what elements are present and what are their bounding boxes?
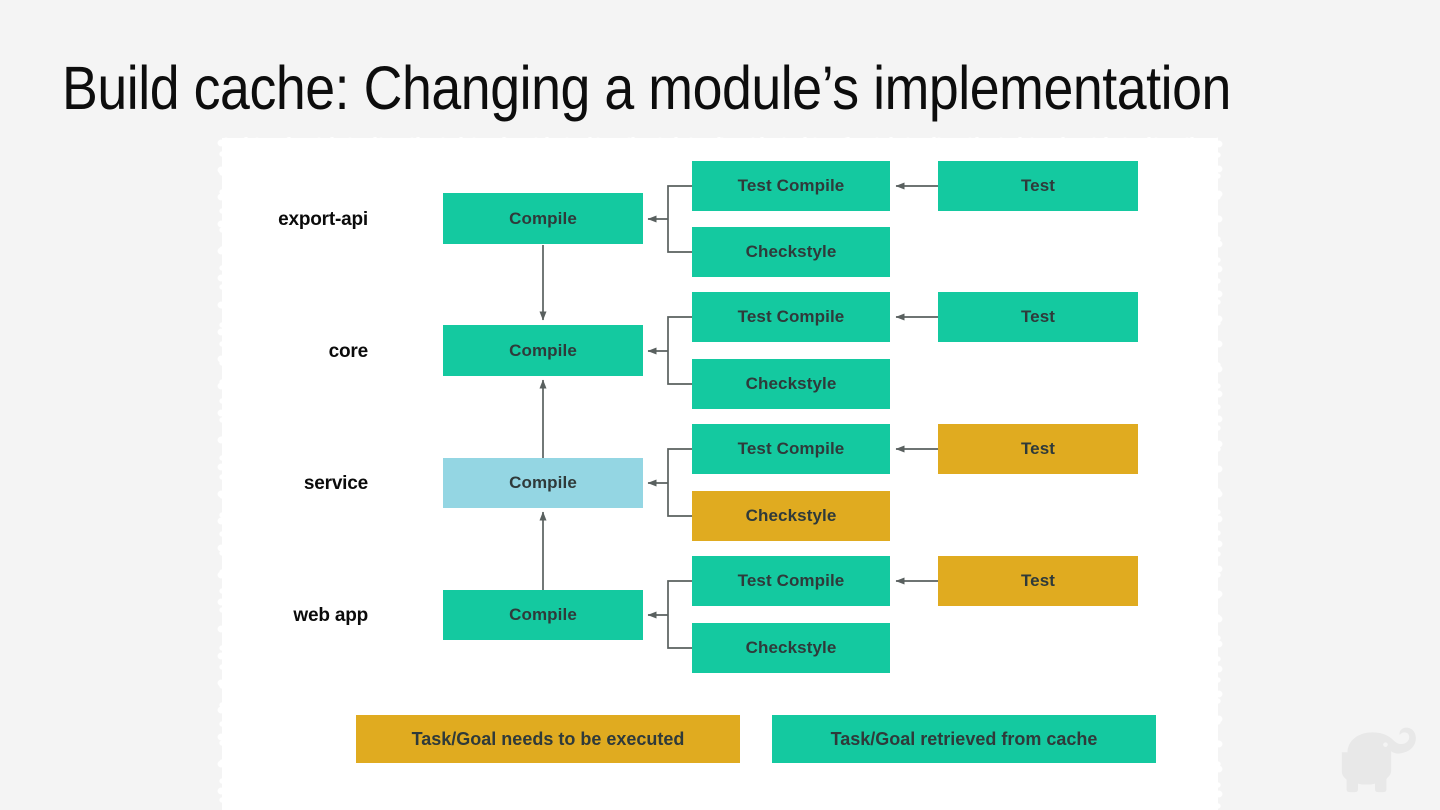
- bracket-webapp: [667, 580, 692, 649]
- node-label: Checkstyle: [745, 242, 837, 261]
- node-label: Checkstyle: [745, 374, 837, 393]
- node-export-api-test[interactable]: Test: [938, 161, 1138, 211]
- node-service-compile[interactable]: Compile: [443, 458, 643, 508]
- node-core-test-compile[interactable]: Test Compile: [692, 292, 890, 342]
- row-label-export-api: export-api: [278, 209, 368, 230]
- row-label-service: service: [303, 473, 368, 494]
- node-service-checkstyle[interactable]: Checkstyle: [692, 491, 890, 541]
- node-label: Compile: [509, 340, 577, 360]
- node-export-api-test-compile[interactable]: Test Compile: [692, 161, 890, 211]
- legend-label: Task/Goal needs to be executed: [411, 728, 685, 749]
- node-webapp-test[interactable]: Test: [938, 556, 1138, 606]
- elephant-logo-icon: [1341, 727, 1416, 793]
- legend-item-needs-execution: Task/Goal needs to be executed: [356, 715, 740, 763]
- node-label: Test: [1020, 307, 1056, 326]
- node-label: Test Compile: [737, 571, 845, 590]
- node-label: Test: [1020, 571, 1056, 590]
- row-label-core: core: [328, 341, 369, 362]
- node-label: Test: [1020, 439, 1056, 458]
- node-core-test[interactable]: Test: [938, 292, 1138, 342]
- node-label: Test: [1020, 176, 1056, 195]
- node-webapp-checkstyle[interactable]: Checkstyle: [692, 623, 890, 673]
- bracket-export-api: [667, 185, 692, 253]
- node-label: Checkstyle: [745, 506, 837, 525]
- page-title: Build cache: Changing a module’s impleme…: [62, 54, 1231, 122]
- node-export-api-compile[interactable]: Compile: [443, 193, 643, 244]
- node-label: Test Compile: [737, 176, 845, 195]
- node-core-compile[interactable]: Compile: [443, 325, 643, 376]
- legend-item-from-cache: Task/Goal retrieved from cache: [772, 715, 1156, 763]
- node-service-test-compile[interactable]: Test Compile: [692, 424, 890, 474]
- bracket-service: [667, 448, 692, 517]
- node-export-api-checkstyle[interactable]: Checkstyle: [692, 227, 890, 277]
- row-label-web-app: web app: [293, 605, 368, 626]
- node-label: Compile: [509, 473, 577, 492]
- node-label: Compile: [509, 605, 577, 624]
- node-label: Test Compile: [737, 307, 845, 326]
- node-service-test[interactable]: Test: [938, 424, 1138, 474]
- node-webapp-test-compile[interactable]: Test Compile: [692, 556, 890, 606]
- node-label: Compile: [509, 208, 577, 228]
- bracket-core: [667, 316, 692, 385]
- node-label: Checkstyle: [745, 638, 837, 657]
- node-core-checkstyle[interactable]: Checkstyle: [692, 359, 890, 409]
- legend-label: Task/Goal retrieved from cache: [830, 728, 1098, 749]
- node-webapp-compile[interactable]: Compile: [443, 590, 643, 640]
- node-label: Test Compile: [737, 439, 845, 458]
